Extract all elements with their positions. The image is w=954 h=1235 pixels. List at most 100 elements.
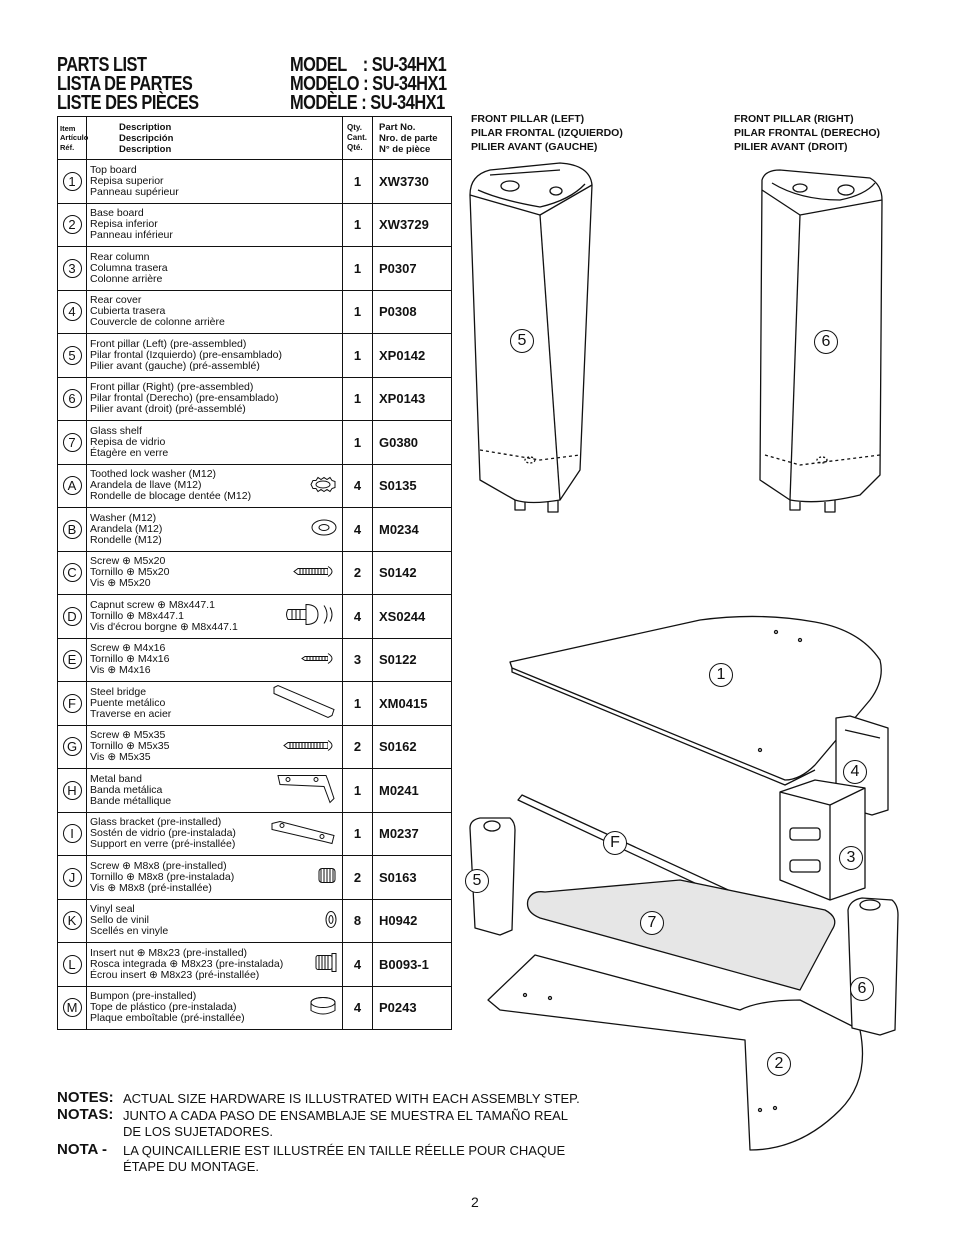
description-cell: Screw ⊕ M8x8 (pre-installed)Tornillo ⊕ M… xyxy=(86,855,343,900)
part-number-cell: P0308 xyxy=(372,289,452,334)
set-screw-icon xyxy=(316,866,338,889)
description-cell: Insert nut ⊕ M8x23 (pre-installed)Rosca … xyxy=(86,942,343,987)
description-line: Tornillo ⊕ M5x35 xyxy=(90,740,170,753)
description-cell: Bumpon (pre-installed)Tope de plástico (… xyxy=(86,985,343,1030)
description-line: Top board xyxy=(90,163,137,176)
glass-bracket-icon xyxy=(268,819,338,848)
part-number-cell: M0237 xyxy=(372,811,452,856)
description-line: Cubierta trasera xyxy=(90,305,166,318)
description-line: Rear cover xyxy=(90,294,142,307)
description-line: Screw ⊕ M8x8 (pre-installed) xyxy=(90,859,227,872)
item-number: I xyxy=(62,824,82,844)
qty-cell: 1 xyxy=(342,376,373,421)
metal-band-icon xyxy=(276,773,338,808)
description-line: Panneau inférieur xyxy=(90,229,173,242)
qty-cell: 4 xyxy=(342,463,373,508)
description-line: Screw ⊕ M4x16 xyxy=(90,642,166,655)
part-number-cell: M0241 xyxy=(372,768,452,813)
item-number: L xyxy=(62,954,82,974)
item-number: E xyxy=(62,650,82,670)
item-cell: M xyxy=(57,985,87,1030)
qty-cell: 1 xyxy=(342,202,373,247)
part-number-cell: B0093-1 xyxy=(372,942,452,987)
description-line: Banda metálica xyxy=(90,783,163,796)
qty-cell: 1 xyxy=(342,159,373,204)
part-number-cell: H0942 xyxy=(372,898,452,943)
glass-shelf-drawing xyxy=(526,879,836,991)
item-number: 2 xyxy=(62,215,82,235)
model-en: MODEL : SU-34HX1 xyxy=(290,54,447,76)
part-number-cell: S0142 xyxy=(372,550,452,595)
description-line: Bumpon (pre-installed) xyxy=(90,990,197,1003)
steel-bridge-icon xyxy=(272,684,338,723)
item-number: 3 xyxy=(62,258,82,278)
part-number-cell: S0162 xyxy=(372,724,452,769)
part-number-cell: M0234 xyxy=(372,507,452,552)
callout-pillar-left: 5 xyxy=(510,329,534,353)
item-number: M xyxy=(62,998,82,1018)
description-line: Rosca integrada ⊕ M8x23 (pre-instalada) xyxy=(90,957,284,970)
screw-m4x16-icon xyxy=(300,651,338,668)
description-line: Glass shelf xyxy=(90,424,142,437)
description-line: Vinyl seal xyxy=(90,903,135,916)
description-line: Columna trasera xyxy=(90,261,168,274)
description-line: Steel bridge xyxy=(90,685,147,698)
item-number: 5 xyxy=(62,345,82,365)
qty-cell: 8 xyxy=(342,898,373,943)
title-es: LISTA DE PARTES xyxy=(57,73,193,95)
item-cell: 4 xyxy=(57,289,87,334)
qty-cell: 2 xyxy=(342,724,373,769)
description-line: Washer (M12) xyxy=(90,511,157,524)
base-board-drawing xyxy=(487,954,864,1151)
item-number: C xyxy=(62,563,82,583)
col-qty: Qty.Cant.Qté. xyxy=(342,116,373,160)
description-line: Panneau supérieur xyxy=(90,185,179,198)
item-number: B xyxy=(62,519,82,539)
model-title: MODEL : SU-34HX1 MODELO : SU-34HX1 MODÈL… xyxy=(290,54,447,113)
description-line: Repisa inferior xyxy=(90,218,158,231)
description-line: Vis ⊕ M4x16 xyxy=(90,664,151,677)
description-line: Pilier avant (gauche) (pré-assemblé) xyxy=(90,359,260,372)
description-line: Capnut screw ⊕ M8x447.1 xyxy=(90,598,215,611)
item-cell: G xyxy=(57,724,87,769)
description-line: Puente metálico xyxy=(90,696,166,709)
page-number: 2 xyxy=(471,1194,479,1210)
description-line: Sostén de vidrio (pre-instalada) xyxy=(90,827,236,840)
screw-m5x35-icon xyxy=(282,737,338,756)
item-number: A xyxy=(62,476,82,496)
qty-cell: 4 xyxy=(342,507,373,552)
item-cell: D xyxy=(57,594,87,639)
item-number: 1 xyxy=(62,171,82,191)
front-pillar-left-small-drawing xyxy=(469,817,516,936)
callout-top-board: 1 xyxy=(709,663,733,687)
item-cell: 5 xyxy=(57,333,87,378)
item-cell: A xyxy=(57,463,87,508)
part-number-cell: P0307 xyxy=(372,246,452,291)
rear-column-drawing xyxy=(779,779,866,901)
model-es: MODELO : SU-34HX1 xyxy=(290,73,447,95)
description-cell: Toothed lock washer (M12)Arandela de lla… xyxy=(86,463,343,508)
top-board-drawing xyxy=(509,615,882,786)
description-line: Arandela (M12) xyxy=(90,522,163,535)
description-line: Vis ⊕ M5x20 xyxy=(90,577,151,590)
description-line: Repisa superior xyxy=(90,174,164,187)
callout-base-board: 2 xyxy=(767,1052,791,1076)
description-line: Toothed lock washer (M12) xyxy=(90,468,217,481)
callout-pillar-right: 6 xyxy=(814,330,838,354)
description-line: Rear column xyxy=(90,250,150,263)
description-line: Écrou insert ⊕ M8x23 (pré-installée) xyxy=(90,968,260,981)
